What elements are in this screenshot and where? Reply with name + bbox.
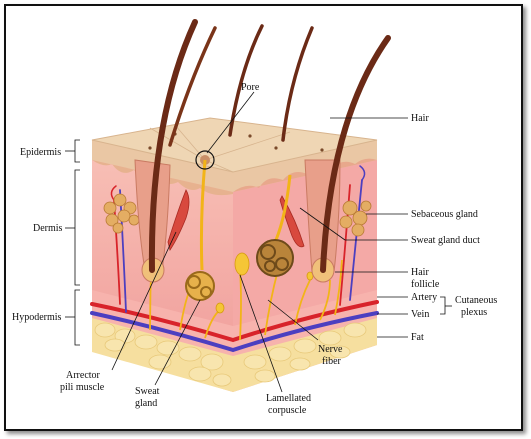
sebaceous-glands — [103, 193, 372, 237]
label-vein: Vein — [411, 309, 429, 320]
label-sweat-gland-2: gland — [135, 398, 157, 409]
skin-right-face — [233, 140, 377, 392]
label-lamellated-2: corpuscle — [268, 405, 307, 416]
label-arrector-1: Arrector — [66, 370, 101, 381]
label-fat: Fat — [411, 332, 424, 343]
label-hypodermis: Hypodermis — [12, 312, 62, 323]
label-sweat-gland-duct: Sweat gland duct — [411, 235, 480, 246]
leader-lines — [65, 91, 452, 393]
label-hair: Hair — [411, 113, 429, 124]
label-nerve-1: Nerve — [318, 344, 343, 355]
label-artery: Artery — [411, 292, 437, 303]
label-cutaneous-2: plexus — [461, 307, 487, 318]
label-nerve-2: fiber — [322, 356, 342, 367]
label-epidermis: Epidermis — [20, 147, 61, 158]
label-arrector-2: pili muscle — [60, 382, 105, 393]
hair-shafts — [148, 19, 391, 273]
labels: Pore Hair Epidermis Dermis Hypodermis Se… — [12, 82, 497, 416]
label-sebaceous-gland: Sebaceous gland — [411, 209, 478, 220]
fat-lobules — [94, 322, 367, 387]
diagram-frame: Pore Hair Epidermis Dermis Hypodermis Se… — [4, 4, 523, 431]
pore-highlight — [195, 150, 215, 170]
label-sweat-gland-1: Sweat — [135, 386, 160, 397]
label-dermis: Dermis — [33, 223, 63, 234]
label-hair-follicle-1: Hair — [411, 267, 429, 278]
skin-diagram: Pore Hair Epidermis Dermis Hypodermis Se… — [12, 19, 497, 416]
label-cutaneous-1: Cutaneous — [455, 295, 497, 306]
sweat-glands — [185, 159, 294, 301]
label-hair-follicle-2: follicle — [411, 279, 440, 290]
label-lamellated-1: Lamellated — [266, 393, 311, 404]
label-pore: Pore — [241, 82, 260, 93]
